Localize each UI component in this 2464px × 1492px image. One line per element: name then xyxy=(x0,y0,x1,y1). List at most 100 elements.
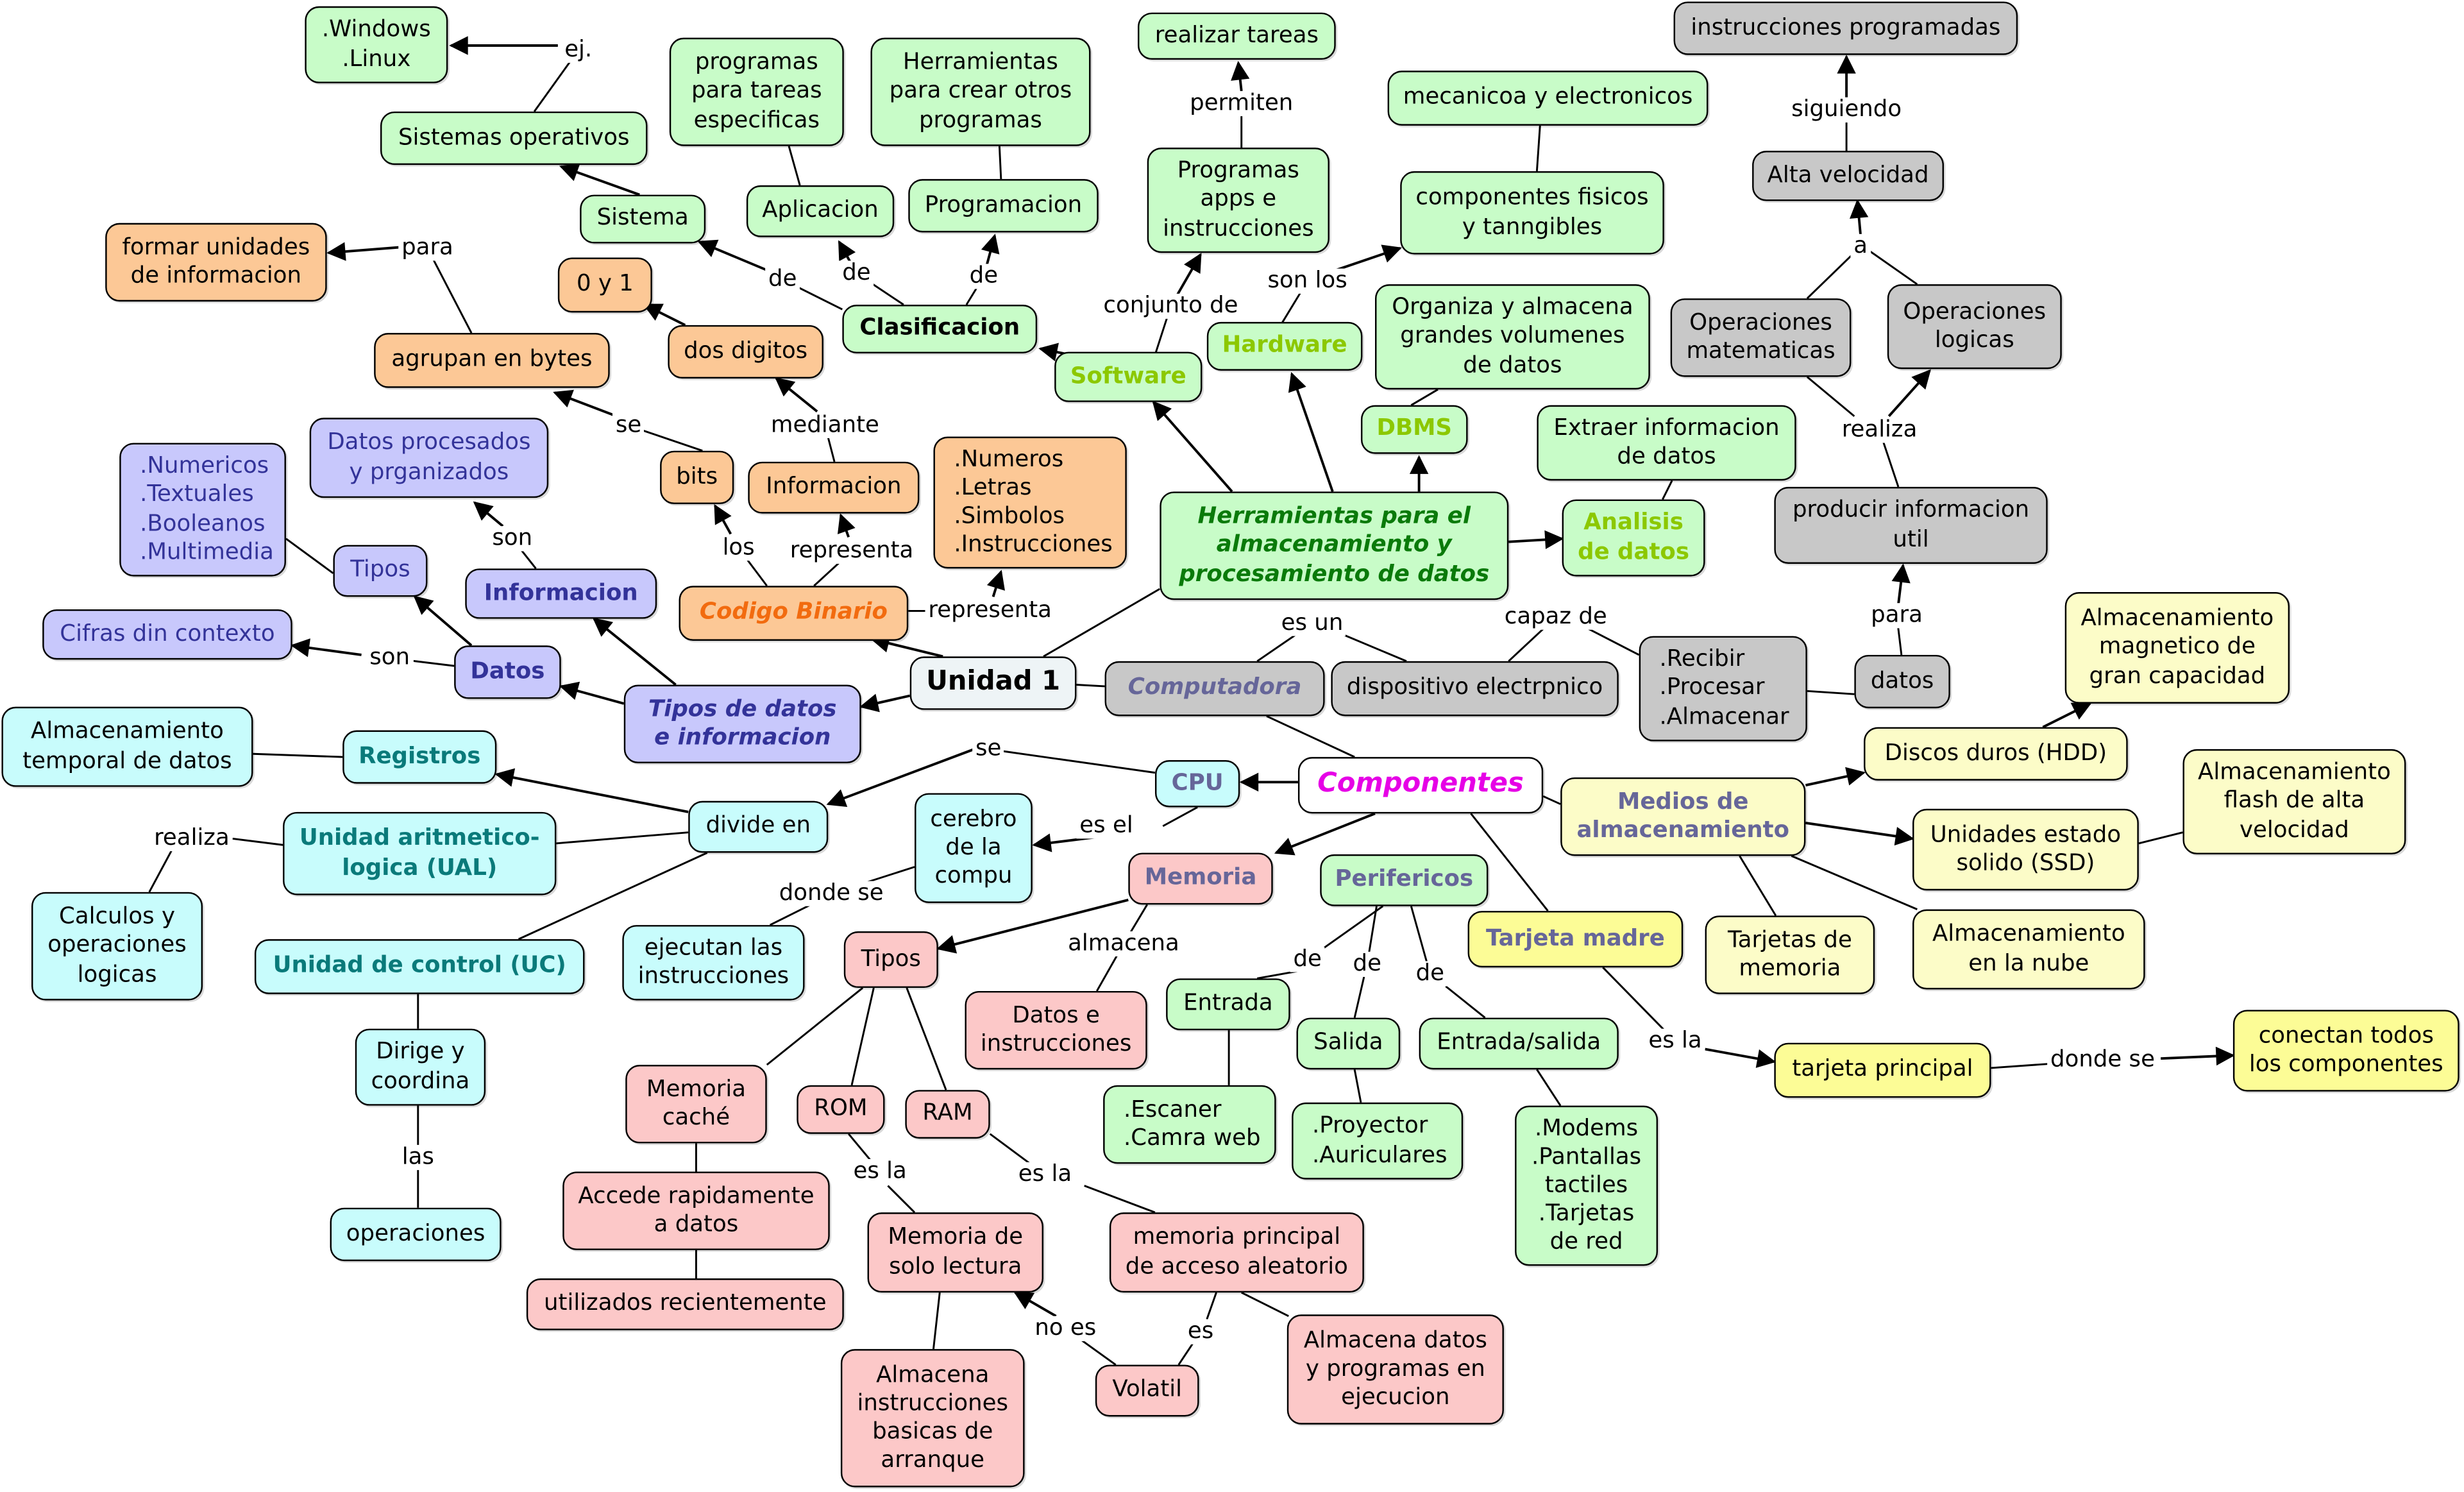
link-label-de3: de xyxy=(966,264,1001,289)
node-memoria[interactable]: Memoria xyxy=(1128,852,1273,905)
node-entrada[interactable]: Entrada xyxy=(1166,978,1290,1031)
node-conectan[interactable]: conectan todos los componentes xyxy=(2232,1010,2460,1092)
node-programas-apps[interactable]: Programas apps e instrucciones xyxy=(1147,148,1329,253)
node-extraer[interactable]: Extraer informacion de datos xyxy=(1537,405,1796,481)
link-label-para1: para xyxy=(398,235,457,261)
node-componentes[interactable]: Componentes xyxy=(1297,757,1544,814)
node-registros[interactable]: Registros xyxy=(342,730,497,784)
node-hdd[interactable]: Discos duros (HDD) xyxy=(1864,727,2128,781)
node-numeros[interactable]: .Numeros .Letras .Simbolos .Instruccione… xyxy=(933,436,1127,569)
node-software[interactable]: Software xyxy=(1054,352,1202,402)
node-medios[interactable]: Medios de almacenamiento xyxy=(1560,777,1806,856)
node-formar[interactable]: formar unidades de informacion xyxy=(105,223,327,302)
node-instr-prog[interactable]: instrucciones programadas xyxy=(1673,1,2018,55)
node-nube[interactable]: Almacenamiento en la nube xyxy=(1912,909,2145,990)
node-recibir[interactable]: .Recibir .Procesar .Almacenar xyxy=(1639,636,1807,742)
node-op-mat[interactable]: Operaciones matematicas xyxy=(1670,298,1852,377)
node-mecanicoa[interactable]: mecanicoa y electronicos xyxy=(1387,71,1709,126)
node-accede[interactable]: Accede rapidamente a datos xyxy=(562,1171,830,1250)
node-almacena-instr[interactable]: Almacena instrucciones basicas de arranq… xyxy=(840,1349,1025,1488)
node-volatil[interactable]: Volatil xyxy=(1095,1364,1199,1417)
node-almacena-prog[interactable]: Almacena datos y programas en ejecucion xyxy=(1287,1314,1504,1425)
node-computadora[interactable]: Computadora xyxy=(1104,661,1325,716)
connector-line xyxy=(1535,125,1541,171)
node-tipos-lista[interactable]: .Numericos .Textuales .Booleanos .Multim… xyxy=(119,443,286,577)
node-herr-crear[interactable]: Herramientas para crear otros programas xyxy=(870,37,1091,146)
connector-line xyxy=(518,852,708,940)
node-informacion[interactable]: Informacion xyxy=(465,568,657,619)
node-magnetico[interactable]: Almacenamiento magnetico de gran capacid… xyxy=(2064,592,2290,704)
node-comp-fisicos[interactable]: componentes fisicos y tanngibles xyxy=(1400,171,1664,255)
link-label-es: es xyxy=(1184,1319,1217,1344)
node-cifras[interactable]: Cifras din contexto xyxy=(42,609,292,660)
node-windows-linux[interactable]: .Windows .Linux xyxy=(305,6,448,83)
node-dispositivo[interactable]: dispositivo electrpnico xyxy=(1331,661,1619,716)
node-organiza[interactable]: Organiza y almacena grandes volumenes de… xyxy=(1375,284,1650,390)
node-tarjeta-madre[interactable]: Tarjeta madre xyxy=(1467,911,1683,968)
connector-arrow xyxy=(553,389,621,420)
node-rom[interactable]: ROM xyxy=(797,1085,885,1134)
node-sistemas-operativos[interactable]: Sistemas operativos xyxy=(380,111,648,165)
node-datos-procesados[interactable]: Datos procesados y prganizados xyxy=(309,418,549,498)
link-label-de1: de xyxy=(765,267,800,292)
node-cerebro[interactable]: cerebro de la compu xyxy=(915,793,1033,903)
node-dbms[interactable]: DBMS xyxy=(1360,405,1468,454)
node-tarjeta-principal[interactable]: tarjeta principal xyxy=(1774,1042,1991,1098)
node-agrupan[interactable]: agrupan en bytes xyxy=(374,333,610,388)
node-ram[interactable]: RAM xyxy=(905,1090,990,1139)
node-unidad1[interactable]: Unidad 1 xyxy=(909,656,1077,710)
node-informacion-bin[interactable]: Informacion xyxy=(748,461,920,514)
node-proyector[interactable]: .Proyector .Auriculares xyxy=(1292,1102,1464,1180)
node-programacion[interactable]: Programacion xyxy=(908,179,1099,233)
node-divide-en[interactable]: divide en xyxy=(688,801,829,853)
node-sistema[interactable]: Sistema xyxy=(580,194,706,244)
connector-line xyxy=(1043,588,1161,657)
node-hardware[interactable]: Hardware xyxy=(1206,321,1363,371)
node-codigo-binario[interactable]: Codigo Binario xyxy=(679,586,909,641)
link-label-capaz-de: capaz de xyxy=(1501,604,1610,630)
node-tipos[interactable]: Tipos xyxy=(333,545,428,597)
node-escaner[interactable]: .Escaner .Camra web xyxy=(1103,1085,1276,1164)
node-alta-vel[interactable]: Alta velocidad xyxy=(1752,151,1945,201)
node-analisis[interactable]: Analisis de datos xyxy=(1562,499,1705,577)
node-solo-lectura[interactable]: Memoria de solo lectura xyxy=(867,1212,1043,1293)
node-alm-temporal[interactable]: Almacenamiento temporal de datos xyxy=(1,706,253,787)
connector-line xyxy=(998,146,1002,180)
node-aplicacion[interactable]: Aplicacion xyxy=(746,185,895,237)
connector-line xyxy=(556,831,689,845)
node-ejecutan[interactable]: ejecutan las instrucciones xyxy=(622,925,805,1001)
node-datos-gray[interactable]: datos xyxy=(1854,654,1950,709)
node-dos-digitos[interactable]: dos digitos xyxy=(668,325,823,379)
node-entrada-salida[interactable]: Entrada/salida xyxy=(1419,1017,1619,1070)
link-label-representa2: representa xyxy=(925,598,1055,624)
node-cero-uno[interactable]: 0 y 1 xyxy=(557,257,652,313)
node-datos-instr[interactable]: Datos e instrucciones xyxy=(965,990,1147,1070)
node-dirige[interactable]: Dirige y coordina xyxy=(355,1028,486,1106)
node-clasificacion[interactable]: Clasificacion xyxy=(842,304,1038,353)
node-salida[interactable]: Salida xyxy=(1296,1017,1401,1070)
node-tarjetas-mem[interactable]: Tarjetas de memoria xyxy=(1705,915,1875,994)
node-cpu[interactable]: CPU xyxy=(1154,760,1240,808)
node-uc[interactable]: Unidad de control (UC) xyxy=(254,939,585,994)
node-producir[interactable]: producir informacion util xyxy=(1774,487,2048,564)
node-modems[interactable]: .Modems .Pantallas tactiles .Tarjetas de… xyxy=(1515,1105,1658,1266)
node-cache[interactable]: Memoria caché xyxy=(625,1065,767,1144)
node-operaciones[interactable]: operaciones xyxy=(330,1207,502,1262)
link-label-son-los: son los xyxy=(1264,268,1351,294)
node-datos[interactable]: Datos xyxy=(454,645,561,699)
node-ssd[interactable]: Unidades estado solido (SSD) xyxy=(1912,808,2139,891)
node-utilizados[interactable]: utilizados recientemente xyxy=(526,1278,844,1330)
node-tipos-datos[interactable]: Tipos de datos e informacion xyxy=(623,684,861,763)
node-ual[interactable]: Unidad aritmetico- logica (UAL) xyxy=(283,811,557,895)
node-op-log[interactable]: Operaciones logicas xyxy=(1887,284,2062,369)
node-realizar-tareas[interactable]: realizar tareas xyxy=(1138,12,1336,60)
node-mem-principal[interactable]: memoria principal de acceso aleatorio xyxy=(1109,1212,1364,1293)
node-mem-tipos[interactable]: Tipos xyxy=(843,931,938,988)
connector-arrow xyxy=(714,504,732,535)
node-prog-tareas[interactable]: programas para tareas especificas xyxy=(669,37,844,146)
node-calculos[interactable]: Calculos y operaciones logicas xyxy=(31,892,203,1001)
node-perifericos[interactable]: Perifericos xyxy=(1320,854,1489,906)
node-flash[interactable]: Almacenamiento flash de alta velocidad xyxy=(2182,749,2406,854)
node-herramientas[interactable]: Herramientas para el almacenamiento y pr… xyxy=(1160,491,1509,600)
node-bits[interactable]: bits xyxy=(660,450,734,504)
